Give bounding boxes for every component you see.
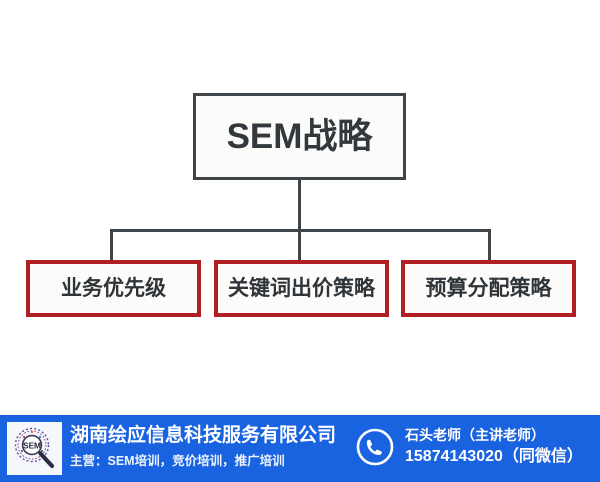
contact-person-name: 石头老师（主讲老师） <box>405 427 545 443</box>
diagram-child-node-label: 业务优先级 <box>61 277 166 300</box>
footer-brand-block: 湖南绘应信息科技服务有限公司 主营：SEM培训，竞价培训，推广培训 <box>70 423 340 471</box>
company-name: 湖南绘应信息科技服务有限公司 <box>70 425 337 446</box>
company-tagline: 主营：SEM培训，竞价培训，推广培训 <box>70 454 285 468</box>
contact-phone-number: 15874143020（同微信） <box>405 448 583 465</box>
diagram-root-node-label: SEM战略 <box>226 117 373 156</box>
magnifier-seal-logo-icon: SEM <box>11 426 59 472</box>
diagram-child-node-business-priority: 业务优先级 <box>26 260 201 317</box>
footer-banner: SEM 湖南绘应信息科技服务有限公司 主营：SEM培训，竞价培训，推广培训 石头… <box>0 415 600 482</box>
sem-strategy-diagram: SEM战略 业务优先级 关键词出价策略 预算分配策略 <box>26 93 576 317</box>
svg-text:SEM: SEM <box>23 441 41 450</box>
phone-icon <box>355 427 395 467</box>
diagram-child-node-budget-allocation-strategy: 预算分配策略 <box>401 260 576 317</box>
diagram-child-node-keyword-bidding-strategy: 关键词出价策略 <box>214 260 389 317</box>
connector-drop-center <box>298 229 301 261</box>
diagram-child-node-label: 预算分配策略 <box>425 277 552 300</box>
diagram-child-node-label: 关键词出价策略 <box>228 277 375 300</box>
footer-contact-text: 石头老师（主讲老师） 15874143020（同微信） <box>405 425 583 468</box>
connector-drop-right <box>488 229 491 261</box>
connector-trunk <box>298 180 301 230</box>
footer-contact-block[interactable]: 石头老师（主讲老师） 15874143020（同微信） <box>355 425 583 468</box>
connector-drop-left <box>110 229 113 261</box>
company-logo: SEM <box>7 422 62 475</box>
diagram-root-node: SEM战略 <box>193 93 406 180</box>
